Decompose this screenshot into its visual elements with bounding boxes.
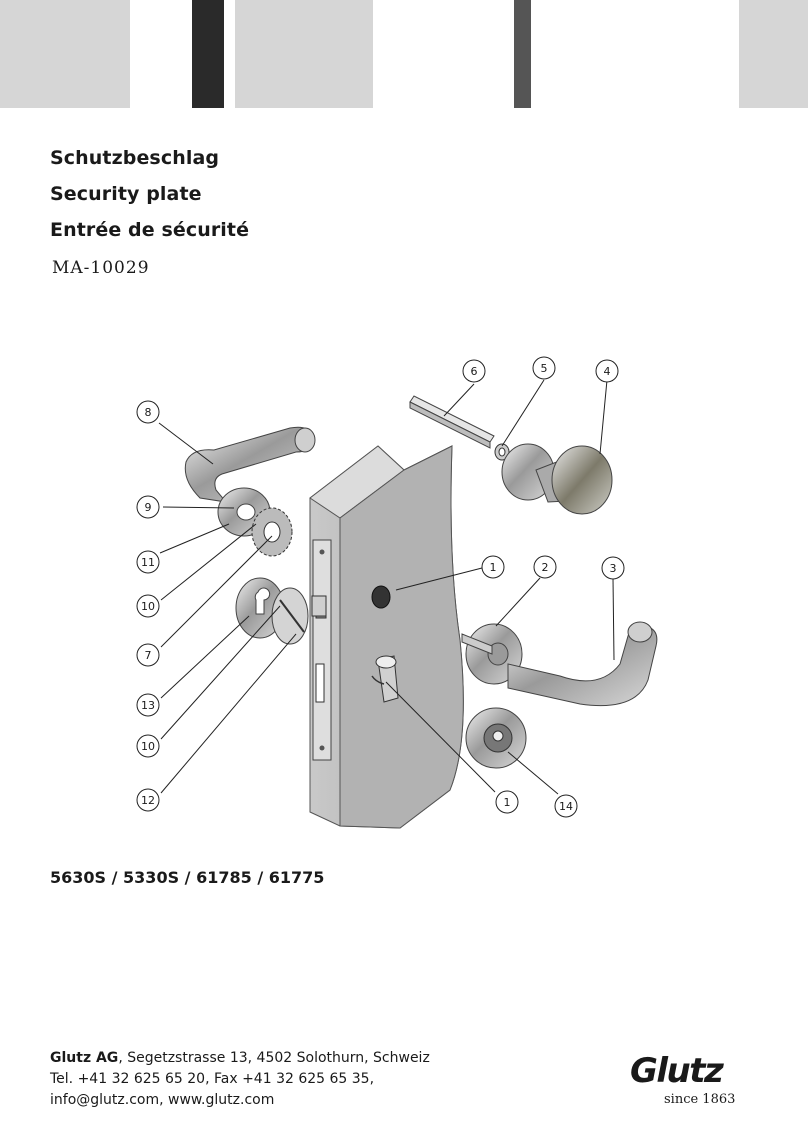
footer-address: Glutz AG, Segetzstrasse 13, 4502 Solothu… [50, 1048, 430, 1111]
callout-label: 1 [490, 561, 497, 574]
left-back-plate [271, 587, 309, 645]
document-id: MA-10029 [52, 258, 150, 278]
brand-since: since 1863 [664, 1092, 736, 1107]
nut [494, 443, 510, 461]
title-german: Schutzbeschlag [50, 147, 220, 169]
callout-label: 12 [141, 794, 155, 807]
callout-14: 14 [554, 794, 578, 818]
square-spindle [409, 395, 495, 449]
left-gear-plate [251, 507, 293, 557]
title-english: Security plate [50, 183, 202, 205]
model-numbers: 5630S / 5330S / 61785 / 61775 [50, 868, 325, 887]
callout-4: 4 [595, 359, 619, 383]
callout-label: 4 [604, 365, 611, 378]
company-address: , Segetzstrasse 13, 4502 Solothurn, Schw… [118, 1050, 430, 1066]
callout-label: 6 [471, 365, 478, 378]
footer-line-2: Tel. +41 32 625 65 20, Fax +41 32 625 65… [50, 1071, 375, 1087]
callout-label: 13 [141, 699, 155, 712]
header-bar-3 [235, 0, 373, 108]
callout-13: 13 [136, 693, 160, 717]
callout-1: 1 [495, 790, 519, 814]
title-french: Entrée de sécurité [50, 219, 250, 241]
callout-label: 10 [141, 600, 155, 613]
footer-line-1: Glutz AG, Segetzstrasse 13, 4502 Solothu… [50, 1048, 430, 1069]
callout-label: 2 [542, 561, 549, 574]
leader-lines [158, 379, 615, 795]
callout-label: 8 [145, 406, 152, 419]
brand-logo: Glutz since 1863 [630, 1051, 770, 1107]
door-knob [501, 443, 613, 515]
callout-10: 10 [136, 734, 160, 758]
brand-name: Glutz [630, 1051, 724, 1091]
title-block: Schutzbeschlag Security plate Entrée de … [50, 140, 249, 248]
callout-label: 3 [610, 562, 617, 575]
right-lever-handle [507, 621, 658, 707]
callout-label: 11 [141, 556, 155, 569]
callout-2: 2 [533, 555, 557, 579]
door-panel [309, 445, 464, 829]
callout-5: 5 [532, 356, 556, 380]
company-name: Glutz AG [50, 1050, 119, 1066]
callout-11: 11 [136, 550, 160, 574]
callout-label: 14 [559, 800, 573, 813]
callout-label: 10 [141, 740, 155, 753]
callout-6: 6 [462, 359, 486, 383]
right-cylinder-rosette [465, 707, 527, 769]
callout-9: 9 [136, 495, 160, 519]
header-bar-2 [192, 0, 224, 108]
callout-1: 1 [481, 555, 505, 579]
left-lever-handle [184, 426, 316, 503]
header-bar-4 [514, 0, 531, 108]
callout-7: 7 [136, 643, 160, 667]
footer-line-3: info@glutz.com, www.glutz.com [50, 1092, 275, 1108]
callout-10: 10 [136, 594, 160, 618]
callout-label: 9 [145, 501, 152, 514]
callout-label: 7 [145, 649, 152, 662]
callout-12: 12 [136, 788, 160, 812]
callout-3: 3 [601, 556, 625, 580]
callout-label: 5 [541, 362, 548, 375]
callout-label: 1 [504, 796, 511, 809]
callout-8: 8 [136, 400, 160, 424]
header-bar-1 [0, 0, 130, 108]
header-bar-5 [739, 0, 808, 108]
